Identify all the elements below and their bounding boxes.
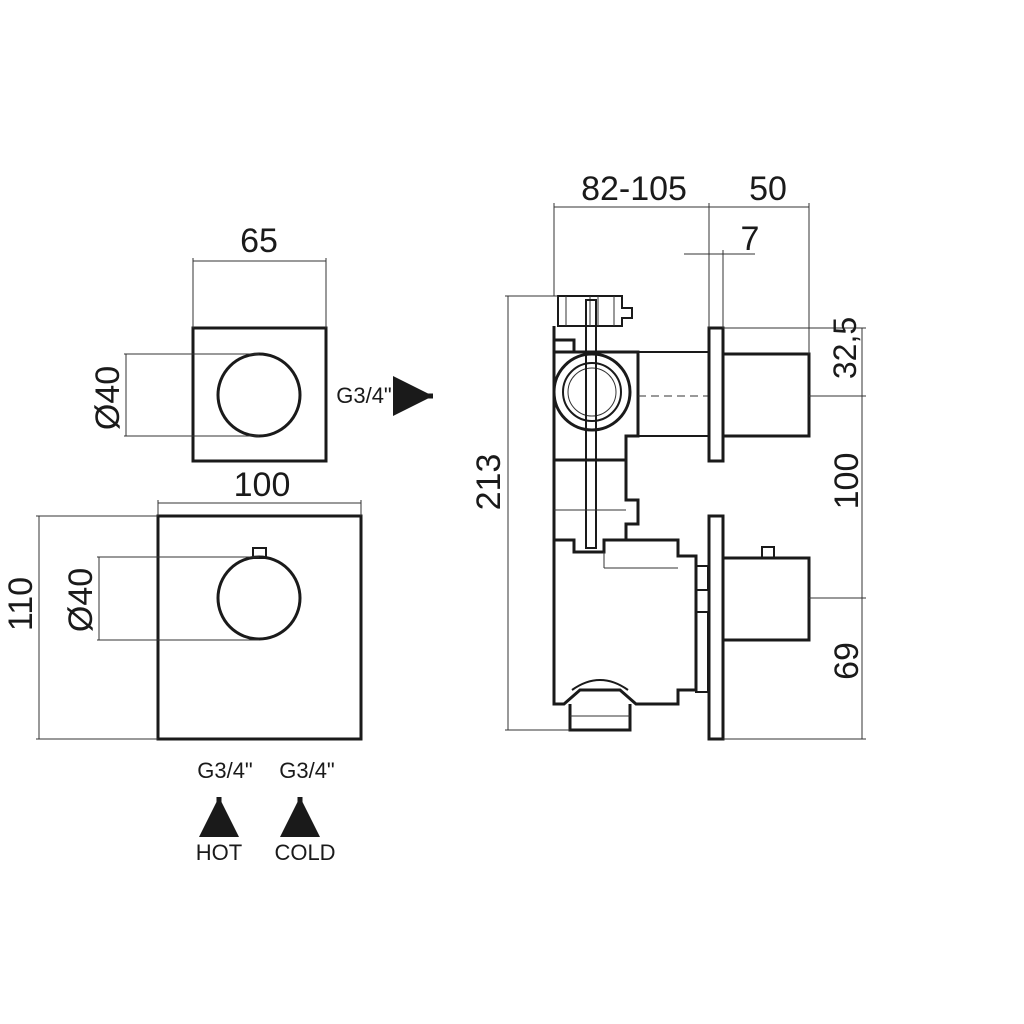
projection-label: 50 [749,170,787,208]
plate-thickness-label: 7 [741,220,760,258]
body-lower-block [552,538,698,706]
top-plate-width-label: 65 [240,222,278,260]
bottom-plate-width-label: 100 [234,466,291,504]
body-top-cap [557,295,633,327]
bottom-plate-outline [156,514,363,741]
upper-offset-label: 32,5 [827,317,863,379]
lower-knob [721,556,811,642]
upper-knob [721,352,811,438]
top-plate-outline [191,326,328,463]
bottom-plate-diameter-label: Ø40 [62,568,100,632]
total-height-label: 213 [470,454,508,511]
inlet-hot-name: HOT [196,840,242,865]
inlet-cold-thread: G3/4" [279,758,335,783]
depth-label: 82-105 [581,170,687,208]
bottom-plate-view: 100 110 Ø40 [2,466,363,741]
body-bottom-outlet [568,704,632,732]
body-middle [552,460,640,540]
inlet-hot-thread: G3/4" [197,758,253,783]
lower-offset-label: 69 [828,642,866,680]
inlet-cold: G3/4" COLD [274,758,335,865]
side-view: 82-105 50 7 213 32,5 100 69 [470,170,866,741]
side-inlet-port-outer [552,352,632,432]
lower-cover-plate [707,514,725,741]
bottom-plate-knob [216,555,302,641]
top-plate-view: 65 Ø40 [89,222,328,463]
inlet-cold-name: COLD [274,840,335,865]
bottom-plate-height-label: 110 [2,577,40,631]
body-shaft [585,299,597,549]
lower-knob-indicator [761,546,775,559]
top-plate-knob [216,352,302,438]
side-inlet-port-inner [562,362,622,422]
upper-cover-plate [707,326,725,463]
inlet-hot: G3/4" HOT [196,758,253,865]
side-inlet: G3/4" [336,376,433,416]
side-inlet-thread: G3/4" [336,383,392,408]
spacing-label: 100 [828,453,866,510]
bottom-plate-knob-indicator [252,547,267,559]
top-plate-diameter-label: Ø40 [89,366,127,430]
